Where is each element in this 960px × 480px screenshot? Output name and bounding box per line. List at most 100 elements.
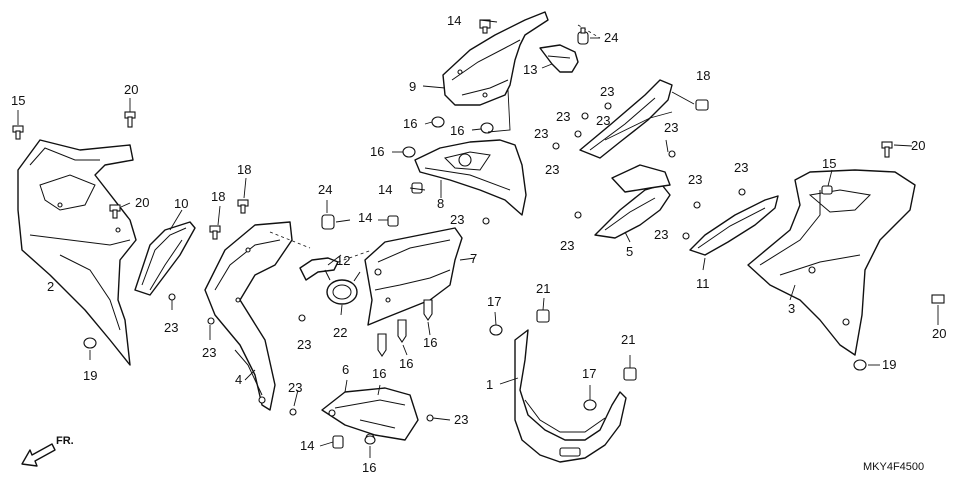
clip-16-d (377, 333, 387, 357)
right-inner-strip (689, 195, 779, 256)
callout-20: 20 (911, 138, 925, 153)
callout-16: 16 (403, 116, 417, 131)
callout-16: 16 (399, 356, 413, 371)
clip-16-e (397, 319, 407, 343)
callout-4: 4 (235, 372, 242, 387)
bolt-20-right-top (881, 141, 893, 158)
callout-20: 20 (124, 82, 138, 97)
callout-19: 19 (882, 357, 896, 372)
upper-inner-cover (442, 11, 549, 106)
clip-16-g (364, 435, 376, 445)
callout-16: 16 (423, 335, 437, 350)
callout-20: 20 (932, 326, 946, 341)
clip-14-mid (411, 182, 423, 194)
callout-3: 3 (788, 301, 795, 316)
bolt-19-right (853, 359, 867, 371)
leader-lines (17, 19, 939, 458)
callout-23: 23 (734, 160, 748, 175)
callout-16: 16 (372, 366, 386, 381)
clip-16-f (423, 299, 433, 321)
left-bracket-assembly (204, 221, 311, 411)
callout-22: 22 (333, 325, 347, 340)
front-direction-arrow: FR. (21, 435, 74, 467)
callout-23: 23 (545, 162, 559, 177)
lower-bracket-6 (321, 387, 419, 443)
callout-23: 23 (664, 120, 678, 135)
callout-23: 23 (288, 380, 302, 395)
callout-17: 17 (487, 294, 501, 309)
callout-23: 23 (556, 109, 570, 124)
clip-14-lower (387, 215, 399, 227)
fasteners (12, 19, 945, 449)
callout-12: 12 (336, 253, 350, 268)
callout-23: 23 (164, 320, 178, 335)
callout-14: 14 (378, 182, 392, 197)
callouts: 15 20 20 2 19 10 23 18 18 23 4 24 14 12 … (11, 13, 946, 475)
callout-11: 11 (696, 276, 710, 291)
bolt-18-left-a (237, 199, 249, 214)
bolt-15-right (821, 185, 833, 195)
callout-7: 7 (470, 251, 477, 266)
callout-15: 15 (11, 93, 25, 108)
left-inner-panel (134, 221, 196, 296)
diagram-code: MKY4F4500 (863, 461, 924, 473)
bolt-18-left-b (209, 225, 221, 240)
small-bracket-12 (299, 249, 373, 281)
callout-23: 23 (688, 172, 702, 187)
callout-18: 18 (237, 162, 251, 177)
clip-14-low (332, 435, 344, 449)
callout-23: 23 (654, 227, 668, 242)
bolt-20-right-low (931, 294, 945, 304)
bolt-15-left (12, 125, 24, 140)
upper-right-bracket (579, 79, 673, 159)
callout-14: 14 (358, 210, 372, 225)
callout-18: 18 (211, 189, 225, 204)
callout-23: 23 (600, 84, 614, 99)
callout-17: 17 (582, 366, 596, 381)
callout-15: 15 (822, 156, 836, 171)
top-bracket-13 (539, 24, 601, 73)
clip-17-b (583, 399, 597, 411)
callout-24: 24 (318, 182, 332, 197)
callout-19: 19 (83, 368, 97, 383)
center-duct (414, 139, 527, 216)
clip-16-a (431, 116, 445, 128)
clip-21-a (536, 309, 550, 323)
callout-2: 2 (47, 279, 54, 294)
callout-21: 21 (621, 332, 635, 347)
callout-16: 16 (370, 144, 384, 159)
right-inner-panel (594, 164, 671, 239)
bolt-18-right (695, 99, 709, 111)
callout-6: 6 (342, 362, 349, 377)
callout-23: 23 (202, 345, 216, 360)
callout-18: 18 (696, 68, 710, 83)
callout-13: 13 (523, 62, 537, 77)
callout-21: 21 (536, 281, 550, 296)
bolt-14-top (479, 19, 491, 34)
clip-16-b (480, 122, 494, 134)
callout-23: 23 (534, 126, 548, 141)
clip-17-a (489, 324, 503, 336)
callout-14: 14 (447, 13, 461, 28)
under-cowl (514, 329, 627, 463)
callout-23: 23 (450, 212, 464, 227)
clip-16-c (402, 146, 416, 158)
callout-16: 16 (450, 123, 464, 138)
callout-23: 23 (560, 238, 574, 253)
left-middle-cowl (17, 139, 137, 366)
callout-23: 23 (454, 412, 468, 427)
screws-23 (168, 102, 746, 422)
ring-clamp-22 (324, 269, 361, 305)
callout-9: 9 (409, 79, 416, 94)
callout-1: 1 (486, 377, 493, 392)
callout-10: 10 (174, 196, 188, 211)
bolt-19-left (83, 337, 97, 349)
bolt-20-left-top (124, 111, 136, 128)
clip-21-b (623, 367, 637, 381)
grommet-24-top (577, 27, 589, 45)
front-direction-label: FR. (56, 435, 74, 447)
callout-24: 24 (604, 30, 618, 45)
callout-8: 8 (437, 196, 444, 211)
bolt-20-left-mid (109, 204, 121, 219)
